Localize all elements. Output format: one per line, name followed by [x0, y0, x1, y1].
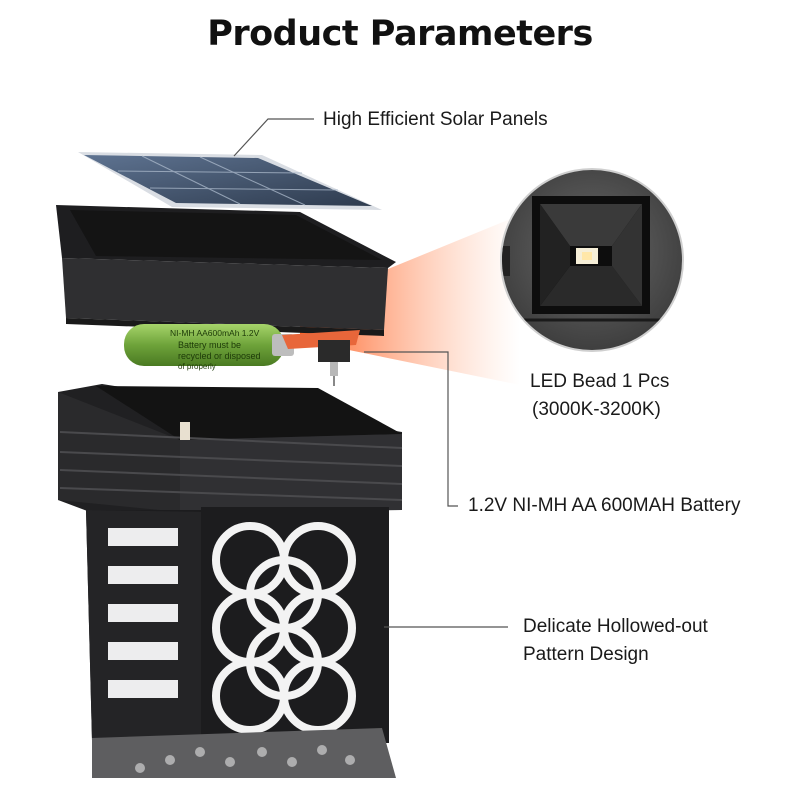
battery-print-line4: of properly [178, 362, 216, 371]
callout-solar-panels: High Efficient Solar Panels [323, 109, 548, 130]
battery-print-line1: NI-MH AA600mAh 1.2V [170, 328, 260, 338]
lid-housing-part [56, 205, 396, 336]
leader-solar-panel [233, 118, 314, 157]
circuit-board-part [282, 330, 360, 386]
solar-panel-part [78, 152, 382, 210]
callout-led-bead-line2: (3000K-3200K) [532, 399, 661, 420]
battery-print-line3: recycled or disposed [178, 351, 261, 361]
page-title: Product Parameters [207, 14, 593, 54]
leader-battery [364, 351, 458, 507]
callout-leader-lines [233, 118, 508, 628]
battery-print-line2: Battery must be [178, 340, 241, 350]
lamp-body-part [58, 384, 403, 778]
callout-led-bead-line1: LED Bead 1 Pcs [530, 371, 670, 392]
callout-battery: 1.2V NI-MH AA 600MAH Battery [468, 495, 741, 516]
led-zoom-inset [500, 168, 684, 352]
battery-part: NI-MH AA600mAh 1.2V Battery must be recy… [124, 324, 294, 371]
callout-pattern-line2: Pattern Design [523, 644, 649, 665]
callout-pattern-line1: Delicate Hollowed-out [523, 616, 708, 637]
